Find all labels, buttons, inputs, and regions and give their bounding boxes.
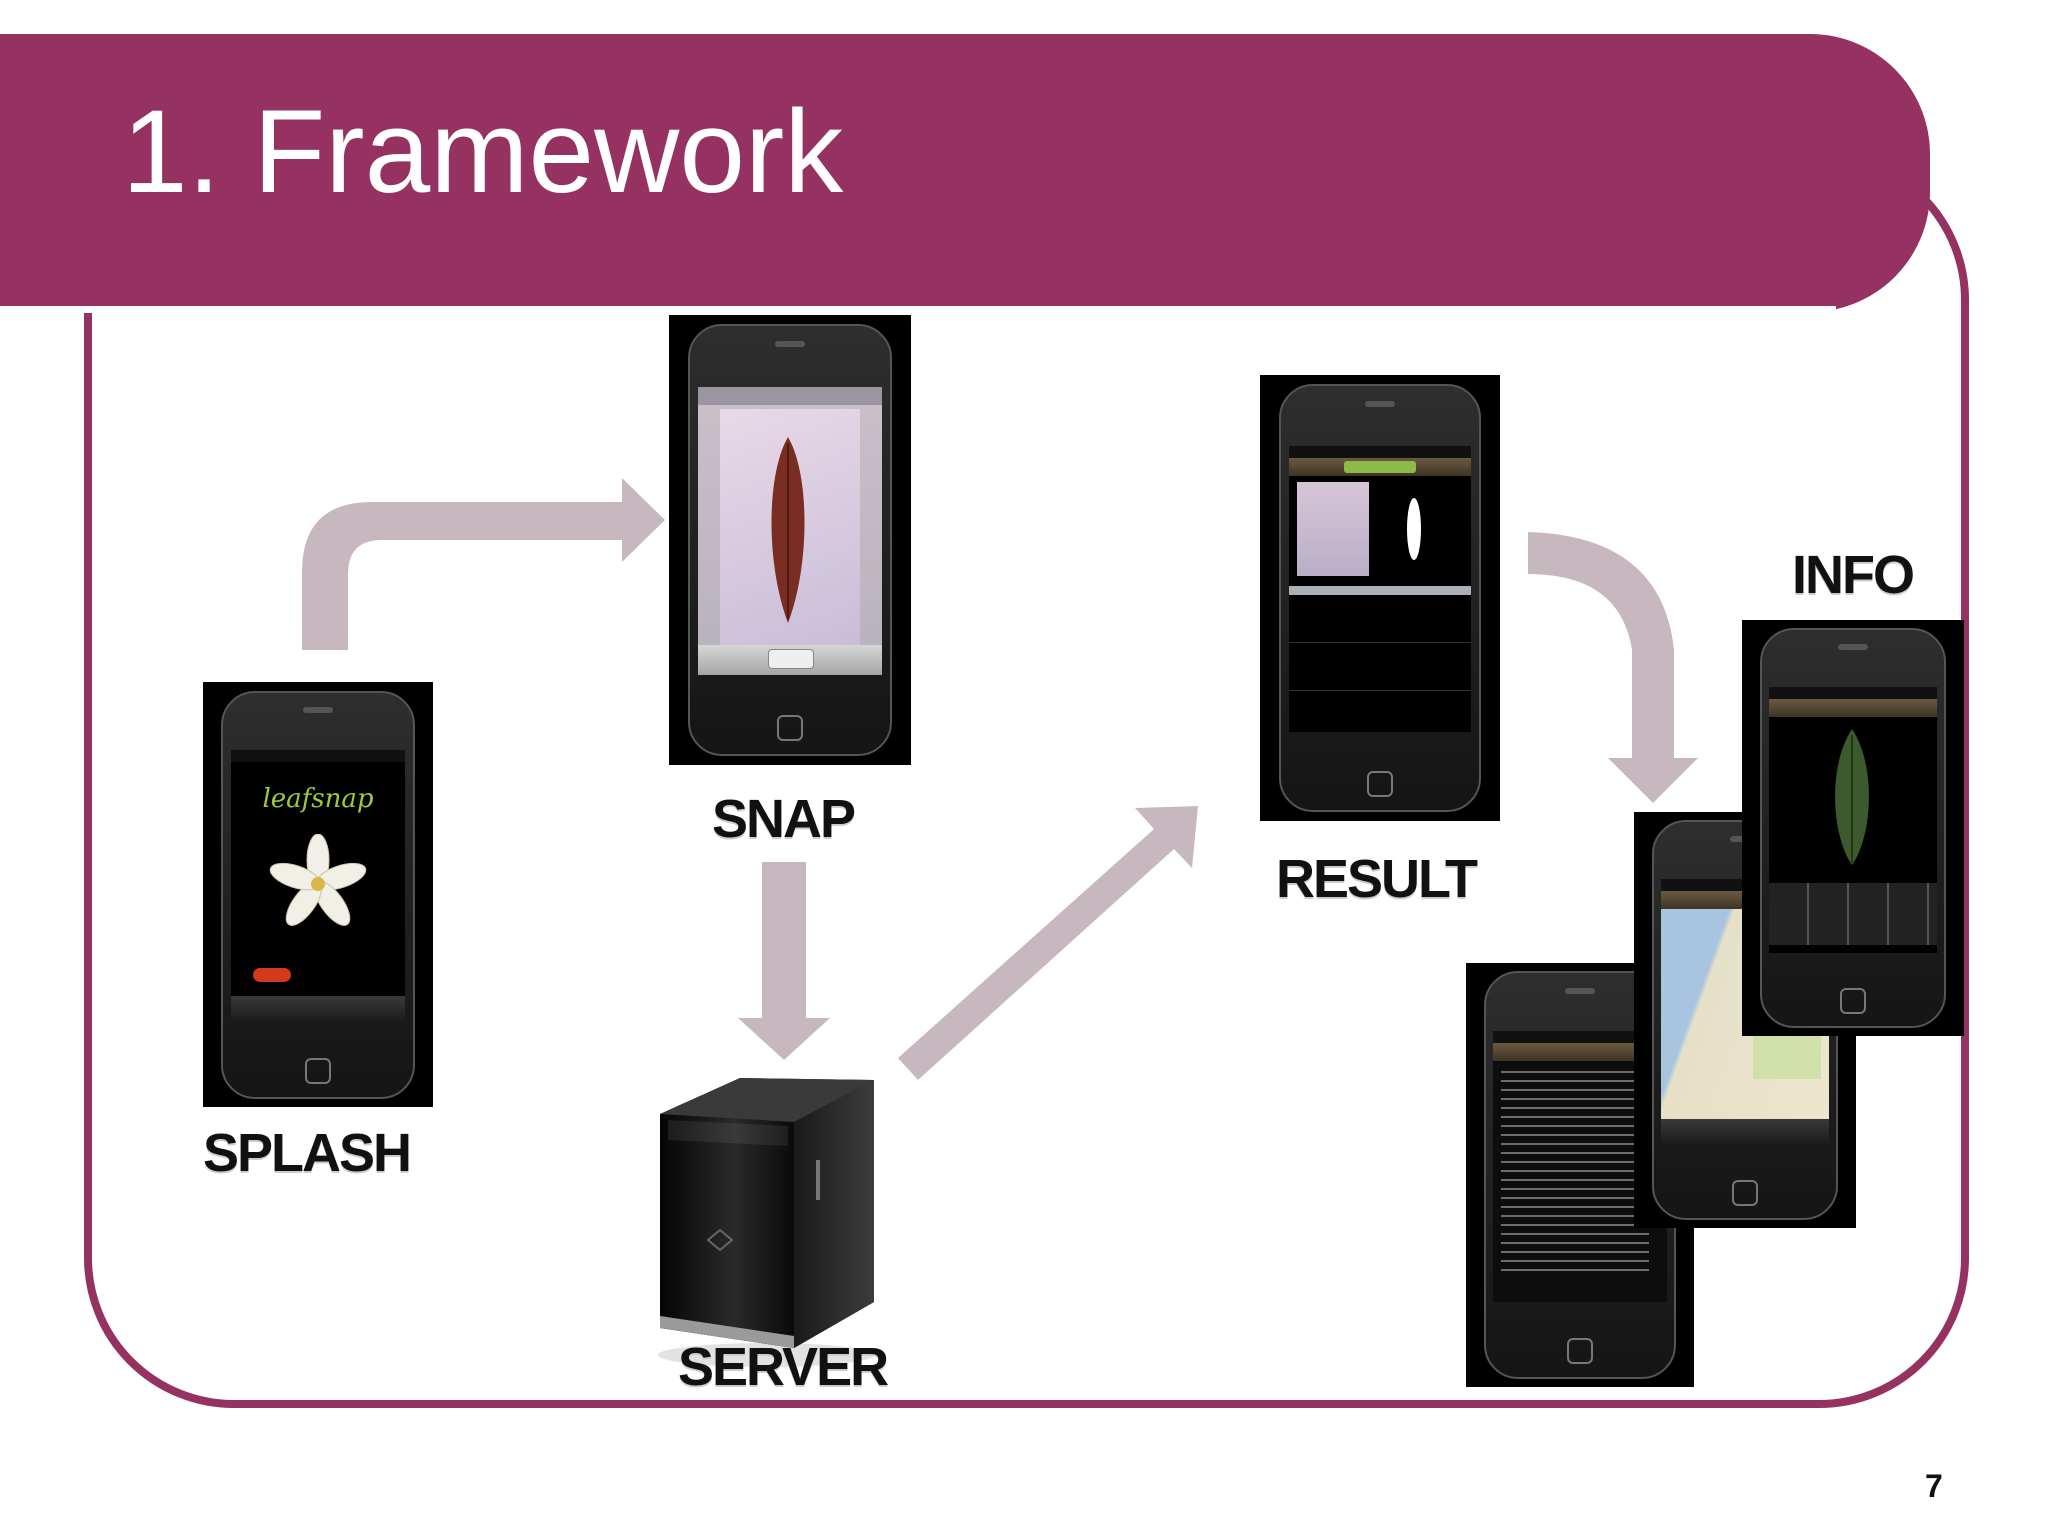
- arrow-server-to-result: [898, 806, 1198, 1080]
- speaker-icon: [302, 706, 333, 713]
- status-bar: [230, 750, 406, 762]
- status-bar: [1768, 686, 1938, 699]
- home-button-icon: [304, 1058, 331, 1085]
- speaker-icon: [1837, 644, 1868, 651]
- banner-divider: [0, 306, 1836, 313]
- info-screen: [1768, 686, 1938, 953]
- result-label: RESULT: [1276, 849, 1478, 909]
- section-header: [1288, 586, 1472, 596]
- snap-screen: [698, 387, 882, 675]
- speaker-icon: [1564, 987, 1595, 994]
- info-description-phone: [1466, 963, 1694, 1387]
- snap-it-button[interactable]: [767, 649, 815, 669]
- result-screen: [1288, 446, 1472, 732]
- segmented-control[interactable]: [1343, 461, 1417, 474]
- snapped-leaf-thumbnail: [1296, 482, 1369, 577]
- server-icon: [658, 1078, 874, 1367]
- leaf-icon: [771, 437, 805, 623]
- status-bar: [1493, 1030, 1667, 1043]
- result-row[interactable]: [1288, 644, 1472, 692]
- result-row[interactable]: [1289, 692, 1471, 731]
- home-button-icon: [1839, 987, 1866, 1014]
- tab-bar: [1660, 1118, 1830, 1145]
- home-button-icon: [1566, 1338, 1593, 1365]
- splash-phone: leafsnap: [203, 682, 433, 1107]
- nav-bar: [1288, 458, 1472, 477]
- description-text-block: [1501, 1070, 1649, 1271]
- app-logo: leafsnap: [262, 784, 374, 814]
- slide-title: 1. Framework: [122, 86, 844, 218]
- arrow-result-to-info: [1528, 532, 1698, 803]
- tab-bar: [230, 996, 406, 1022]
- nav-bar: [1493, 1042, 1667, 1061]
- arrow-snap-to-server: [738, 862, 830, 1060]
- page-number: 7: [1925, 1468, 1943, 1504]
- splash-screen: leafsnap: [230, 750, 406, 1022]
- flower-icon: [269, 834, 366, 926]
- info-label: INFO: [1792, 545, 1915, 605]
- leaf-silhouette-icon: [1406, 498, 1421, 561]
- home-button-icon: [1731, 1179, 1758, 1206]
- nav-bar: [1768, 698, 1938, 717]
- result-phone: [1260, 375, 1500, 821]
- home-button-icon: [776, 715, 803, 742]
- speaker-icon: [774, 340, 805, 347]
- result-row[interactable]: [1288, 596, 1472, 644]
- camera-top-bar: [698, 387, 882, 405]
- server-label: SERVER: [678, 1337, 889, 1397]
- leaf-icon: [1834, 728, 1869, 865]
- thumbnail-strip: [1768, 882, 1938, 945]
- badge-icon: [252, 968, 291, 982]
- home-button-icon: [1366, 771, 1393, 798]
- info-phone: [1742, 620, 1964, 1036]
- snap-label: SNAP: [712, 789, 856, 849]
- title-banner: [0, 34, 1930, 313]
- snap-phone: [669, 315, 911, 765]
- status-bar: [1288, 446, 1472, 459]
- arrow-splash-to-snap: [302, 478, 665, 650]
- speaker-icon: [1364, 400, 1395, 407]
- splash-label: SPLASH: [203, 1123, 412, 1183]
